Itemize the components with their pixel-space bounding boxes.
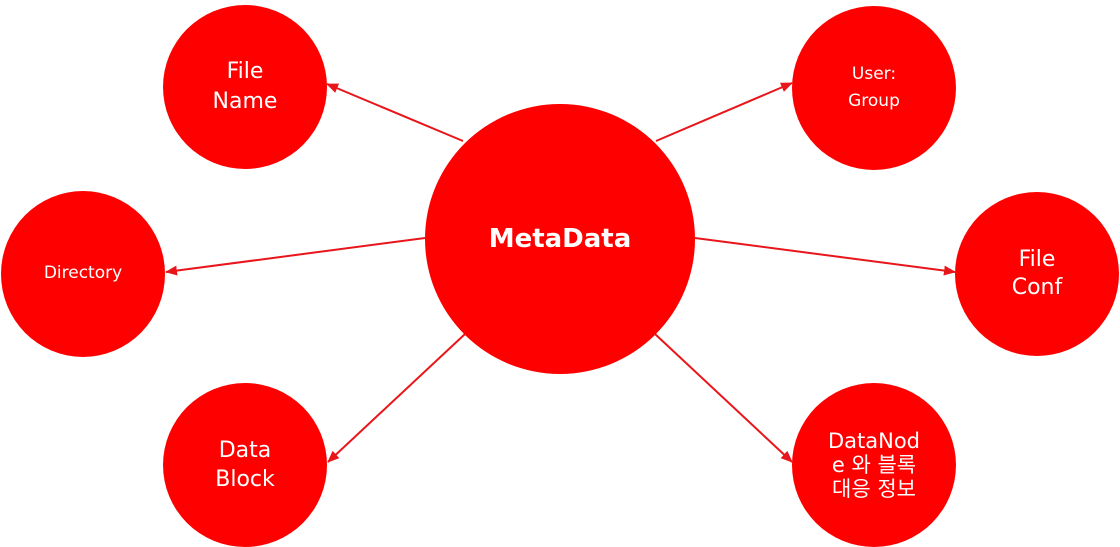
file-name-label: File Name [212,59,278,114]
metadata-node[interactable]: MetaData [425,104,695,374]
arrow-to-datanode-block [654,333,793,463]
file-conf-label: File Conf [1011,247,1063,300]
arrow-to-file-name [326,83,464,142]
directory-node[interactable]: Directory [1,191,165,357]
data-block-node[interactable]: Data Block [163,383,327,547]
file-name-node[interactable]: File Name [163,5,327,169]
datanode-block-mapping-label: DataNode 와 블록 대응 정보 [827,429,921,501]
arrow-to-file-conf [694,237,956,276]
arrow-to-directory [165,237,426,276]
metadata-label: MetaData [488,223,632,254]
data-block-label: Data Block [215,438,275,492]
file-conf-node[interactable]: File Conf [955,192,1119,356]
arrow-to-data-block [327,333,466,463]
user-group-label: User: Group [848,64,900,111]
directory-label: Directory [43,263,123,284]
user-group-node[interactable]: User: Group [792,6,956,170]
arrow-to-user-group [655,82,793,142]
datanode-block-mapping-node[interactable]: DataNode 와 블록 대응 정보 [792,383,956,547]
